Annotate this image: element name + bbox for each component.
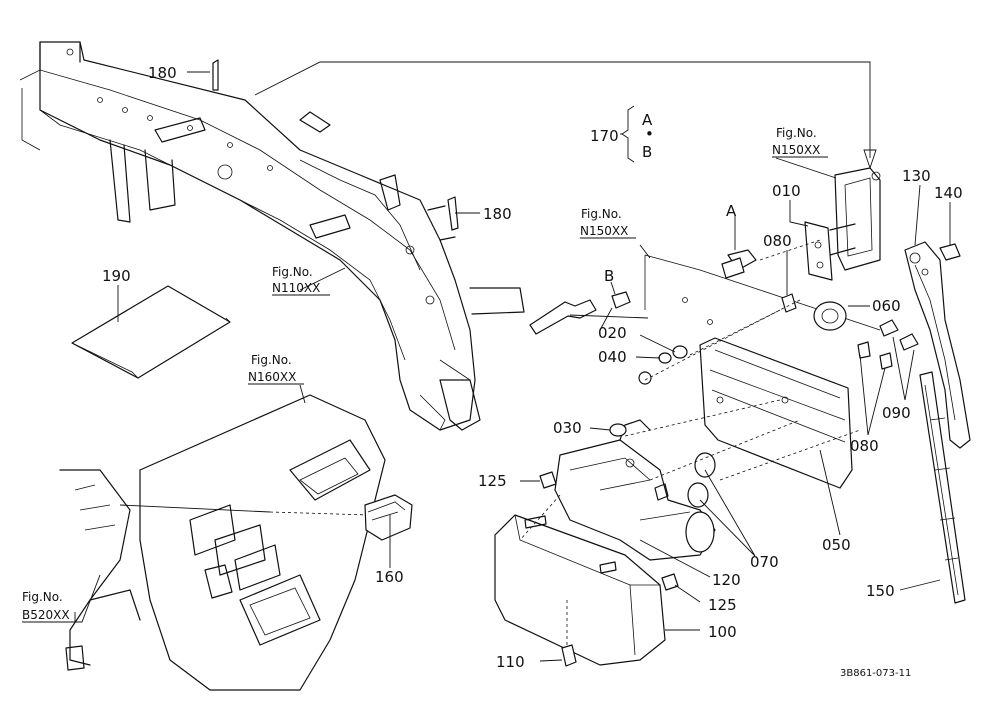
callout-130: 130 <box>902 167 931 185</box>
callout-060: 060 <box>872 297 901 315</box>
bracket-010-drawing <box>804 221 833 281</box>
callout-030: 030 <box>553 419 582 437</box>
fig-ref-n150-mid-label: Fig.No. <box>581 207 622 221</box>
callout-180-right: 180 <box>483 205 512 223</box>
fig-ref-b520-number: B520XX <box>22 608 70 622</box>
marker-a-brace: A <box>642 111 653 129</box>
fig-ref-n110-number: N110XX <box>272 281 320 295</box>
callout-080-lower: 080 <box>850 437 879 455</box>
owners-manual-drawing <box>71 285 231 379</box>
callout-100: 100 <box>708 623 737 641</box>
switch-160-drawing <box>364 494 413 541</box>
marker-dot-brace: • <box>645 125 654 143</box>
callout-120: 120 <box>712 571 741 589</box>
marker-b-nut: B <box>604 267 614 285</box>
callout-125-right: 125 <box>708 596 737 614</box>
callout-080-top: 080 <box>763 232 792 250</box>
callout-040: 040 <box>598 348 627 366</box>
callout-110: 110 <box>496 653 525 671</box>
fig-ref-b520-label: Fig.No. <box>22 590 63 604</box>
callout-140: 140 <box>934 184 963 202</box>
leader-lines <box>74 61 951 662</box>
wiper-motor-120-drawing <box>554 419 716 561</box>
callout-010: 010 <box>772 182 801 200</box>
wiper-blade-150-drawing <box>919 371 966 604</box>
fig-ref-n150-top-number: N150XX <box>772 143 820 157</box>
figure-references: Fig.No. N110XX Fig.No. N150XX Fig.No. N1… <box>22 126 828 623</box>
callout-090: 090 <box>882 404 911 422</box>
part-callouts: 180 180 170 190 160 010 130 140 080 060 … <box>102 64 963 671</box>
connection-markers: A • B A B <box>604 111 737 285</box>
access-plate-050-drawing <box>699 337 853 489</box>
marker-b-brace: B <box>642 143 652 161</box>
wiper-mount-bracket <box>829 167 881 271</box>
roof-frame <box>19 41 525 431</box>
small-parts <box>212 59 961 667</box>
fig-ref-n110-label: Fig.No. <box>272 265 313 279</box>
fig-ref-n150-mid-number: N150XX <box>580 224 628 238</box>
fig-ref-n150-top-label: Fig.No. <box>776 126 817 140</box>
callout-160: 160 <box>375 568 404 586</box>
callout-125-left: 125 <box>478 472 507 490</box>
fig-ref-n160-label: Fig.No. <box>251 353 292 367</box>
callout-170: 170 <box>590 127 619 145</box>
fig-ref-n160-number: N160XX <box>248 370 296 384</box>
diagram-code: 3B861-073-11 <box>840 668 911 679</box>
wiper-arm-130-drawing <box>904 241 971 449</box>
callout-020: 020 <box>598 324 627 342</box>
motor-cover-100-drawing <box>494 514 666 666</box>
switch-panel-drawing <box>59 394 386 691</box>
callout-180-top: 180 <box>148 64 177 82</box>
callout-050: 050 <box>822 536 851 554</box>
callout-190: 190 <box>102 267 131 285</box>
marker-a-pin: A <box>726 202 737 220</box>
callout-150: 150 <box>866 582 895 600</box>
callout-070: 070 <box>750 553 779 571</box>
